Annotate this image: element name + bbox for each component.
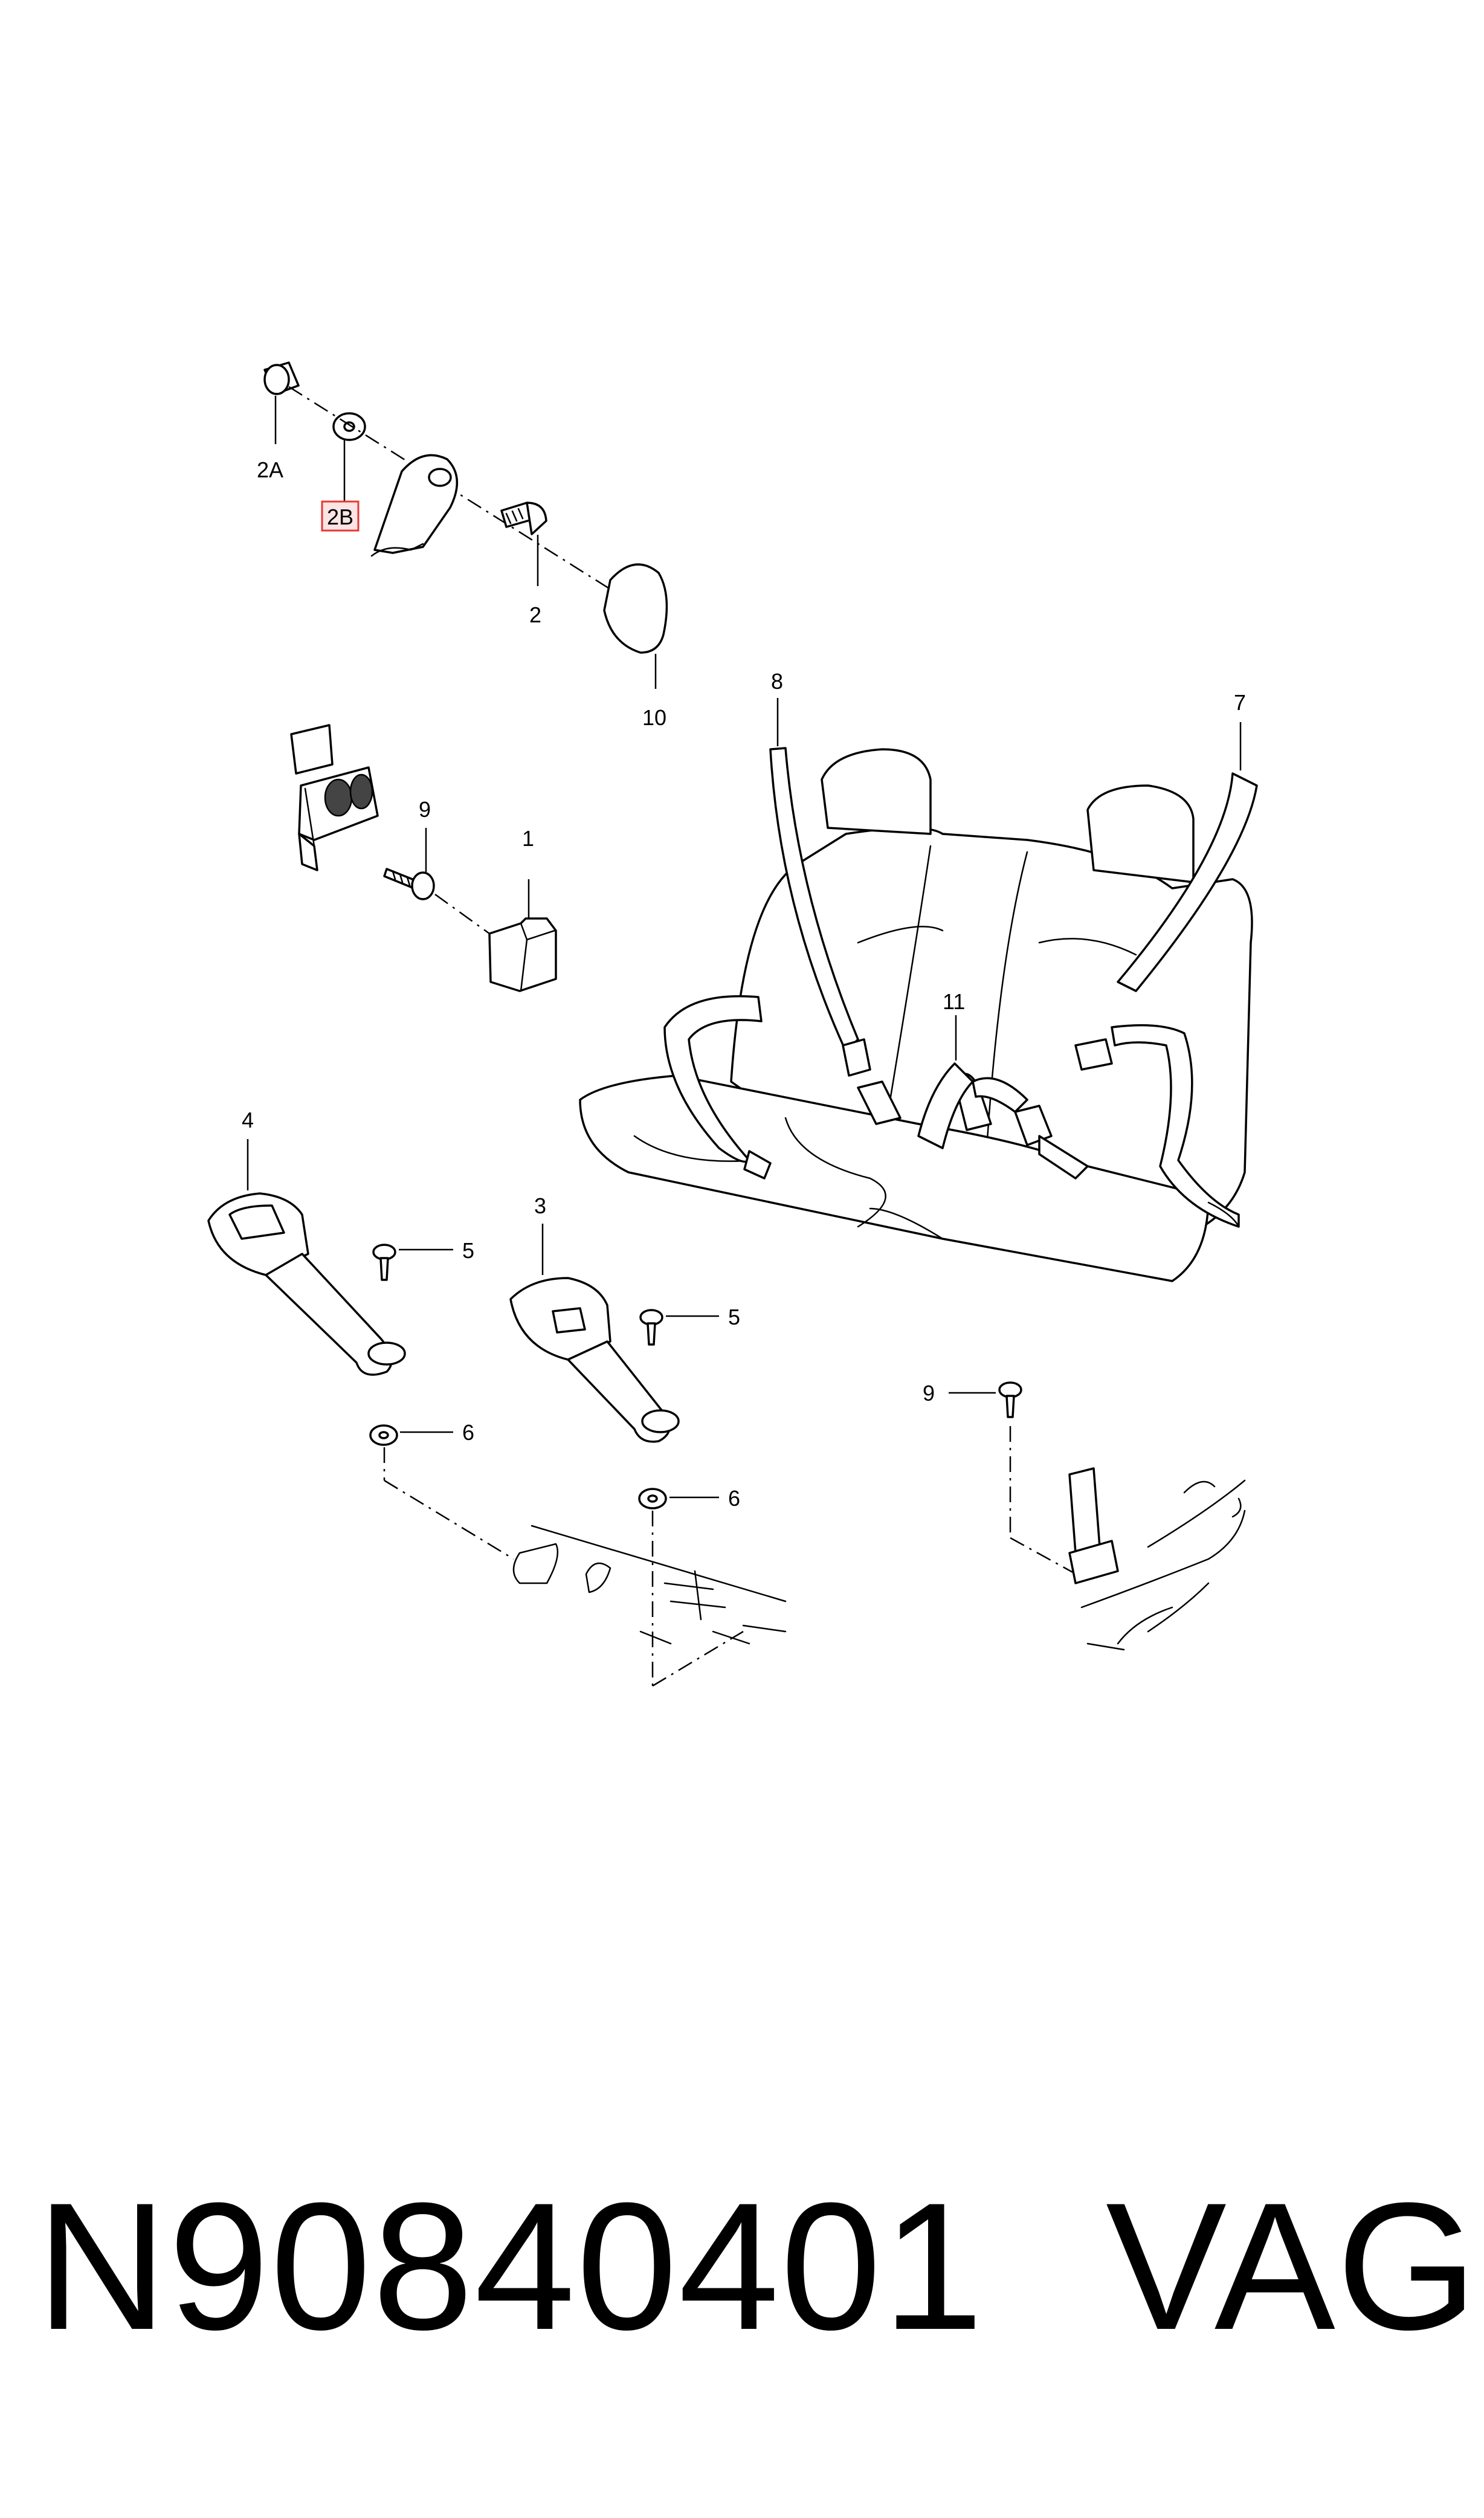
callout-2: 2 (529, 602, 541, 627)
part-7-right-shoulder-belt (1074, 772, 1258, 1228)
part-4-buckle-double (207, 1192, 406, 1376)
belt-7-tail (1207, 1201, 1240, 1228)
highlight-2b (321, 500, 360, 532)
part-number: N90840401 (36, 2165, 985, 2368)
callout-9-lower: 9 (923, 1381, 935, 1406)
rear-bench-seat (579, 748, 1253, 1282)
part-5-screw-center (639, 1309, 663, 1346)
part-6-washer-center (638, 1488, 667, 1509)
part-9-screw-upper (383, 868, 435, 900)
callout-11: 11 (943, 989, 965, 1014)
axis-line-retractor (434, 893, 490, 935)
floor-pan-fragment (512, 1525, 787, 1645)
part-5-screw-left (372, 1244, 396, 1281)
part-2a-spacer (263, 361, 300, 395)
part-8-left-shoulder-belt (663, 747, 871, 1180)
callout-6-left: 6 (462, 1420, 474, 1445)
seatbelt-anchor-plate (370, 454, 458, 557)
callout-7: 7 (1234, 690, 1246, 715)
callout-9-upper: 9 (419, 797, 431, 822)
part-10-cover-cap (603, 563, 668, 654)
part-1-retractor-housing (488, 917, 557, 992)
callout-2b: 2B (327, 505, 353, 529)
part-6-washer-left (369, 1424, 398, 1446)
part-9-screw-lower (998, 1381, 1022, 1418)
right-belt-anchor-mount (1068, 1467, 1246, 1651)
part-2-bolt (500, 502, 547, 535)
part-11-center-lap-belt (857, 1062, 1089, 1180)
retractor-reel-assembly (290, 724, 379, 871)
callout-8: 8 (771, 669, 783, 694)
axis-line-center-buckle-2 (652, 1630, 744, 1687)
axis-line-left-buckle-2 (384, 1479, 514, 1560)
callout-2a: 2A (257, 457, 283, 482)
part-3-buckle-single (509, 1277, 680, 1443)
part-2b-washer (332, 412, 366, 441)
callout-3: 3 (534, 1193, 546, 1218)
callout-5-center: 5 (728, 1305, 740, 1329)
callout-4: 4 (242, 1108, 254, 1132)
brand-name: VAG (1106, 2165, 1479, 2368)
axis-line-right-anchor-2 (1010, 1537, 1082, 1578)
callout-5-left: 5 (462, 1238, 474, 1263)
callout-6-center: 6 (728, 1486, 740, 1511)
callout-1: 1 (522, 826, 534, 851)
callout-10: 10 (642, 705, 666, 730)
